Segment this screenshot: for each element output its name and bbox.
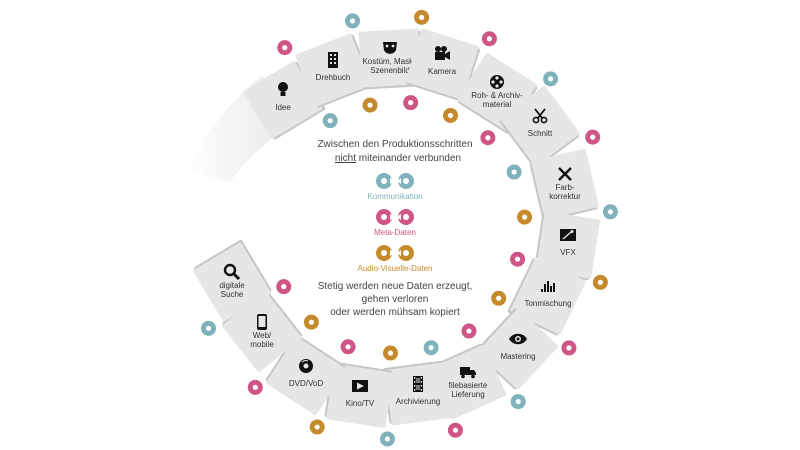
step-label: Idee [275, 103, 291, 112]
connector-disc [543, 71, 559, 87]
equalizer-icon [541, 281, 555, 292]
connector-disc [443, 107, 459, 123]
theater-mask-icon [383, 42, 397, 54]
building-icon [328, 52, 338, 68]
center-info: Zwischen den Produktionsschritten nicht … [317, 139, 472, 318]
connector-disc [277, 40, 293, 56]
connector-disc [480, 130, 496, 146]
connector-disc [345, 13, 361, 29]
connector-disc [510, 251, 526, 267]
step-tile-12: Archivierung [382, 360, 452, 426]
connector-disc [510, 394, 526, 410]
step-label: Tonmischung [524, 299, 571, 308]
step-label: Drehbuch [316, 73, 351, 82]
step-label: Farb-korrektur [549, 183, 581, 201]
legend-item-meta: Meta-Daten [374, 209, 416, 237]
connector-disc [447, 422, 463, 438]
eye-icon [509, 333, 527, 345]
step-tile-13: Kino/TV [324, 361, 394, 429]
legend-label: Kommunikation [367, 192, 422, 201]
step-label: Web/mobile [250, 331, 274, 349]
connector-disc [379, 431, 395, 447]
film-reel-icon [490, 75, 504, 89]
step-label: Kamera [428, 67, 457, 76]
step-tile-7: Farb-korrektur [529, 148, 599, 222]
step-label: Mastering [500, 352, 535, 361]
connector-disc [491, 290, 507, 306]
connector-disc [592, 274, 608, 290]
center-heading-line1: Zwischen den Produktionsschritten [317, 139, 472, 150]
center-footer-line2: gehen verloren [362, 294, 429, 305]
step-label: Schnitt [528, 129, 553, 138]
step-label: VFX [560, 248, 576, 257]
step-tile-4: Kamera [405, 28, 480, 102]
connector-disc [602, 204, 618, 220]
step-tile-2: Drehbuch [295, 33, 374, 108]
connector-disc [303, 314, 319, 330]
legend-item-kommunikation: Kommunikation [367, 173, 423, 201]
connector-disc [585, 129, 601, 145]
step-label: Roh- & Archiv-material [471, 91, 523, 109]
connector-disc [276, 279, 292, 295]
film-strip-icon [413, 376, 423, 392]
disc-icon [299, 359, 313, 373]
connector-disc [561, 340, 577, 356]
connector-disc [201, 320, 217, 336]
magic-wand-icon [560, 229, 576, 241]
scissors-icon [532, 108, 548, 124]
center-heading-not: nicht [335, 153, 356, 164]
truck-icon [460, 367, 476, 379]
center-heading-line2: nicht miteinander verbunden [335, 153, 461, 164]
step-label: Archivierung [396, 397, 440, 406]
connector-disc [423, 340, 439, 356]
legend-item-av: Audio-Visuelle-Daten [357, 245, 433, 273]
connector-disc [461, 323, 477, 339]
play-icon [352, 380, 368, 392]
legend-label: Meta-Daten [374, 228, 416, 237]
connector-disc [517, 209, 533, 225]
magnifier-icon [223, 263, 241, 281]
step-tile-6: Schnitt [500, 86, 580, 169]
connector-disc [481, 31, 497, 47]
connector-disc [322, 113, 338, 129]
step-tile-8: VFX [533, 211, 600, 281]
connector-disc [403, 95, 419, 111]
center-heading-rest: miteinander verbunden [356, 153, 461, 164]
connector-disc [414, 9, 430, 25]
movie-camera-icon [435, 46, 450, 60]
legend-label: Audio-Visuelle-Daten [357, 264, 432, 273]
center-footer-line3: oder werden mühsam kopiert [330, 307, 460, 318]
step-tile-14: DVD/VoD [265, 334, 346, 416]
connector-disc [382, 345, 398, 361]
center-footer-line1: Stetig werden neue Daten erzeugt, [318, 281, 473, 292]
step-label: Kino/TV [346, 399, 375, 408]
connector-disc [340, 339, 356, 355]
connector-disc [506, 164, 522, 180]
connector-disc [309, 419, 325, 435]
tablet-icon [257, 314, 267, 330]
legend: KommunikationMeta-DatenAudio-Visuelle-Da… [357, 173, 433, 273]
tools-icon [558, 167, 572, 181]
connectors [201, 9, 618, 447]
connector-disc [362, 97, 378, 113]
lightbulb-icon [278, 82, 288, 96]
connector-disc [247, 379, 263, 395]
step-label: DVD/VoD [289, 379, 323, 388]
